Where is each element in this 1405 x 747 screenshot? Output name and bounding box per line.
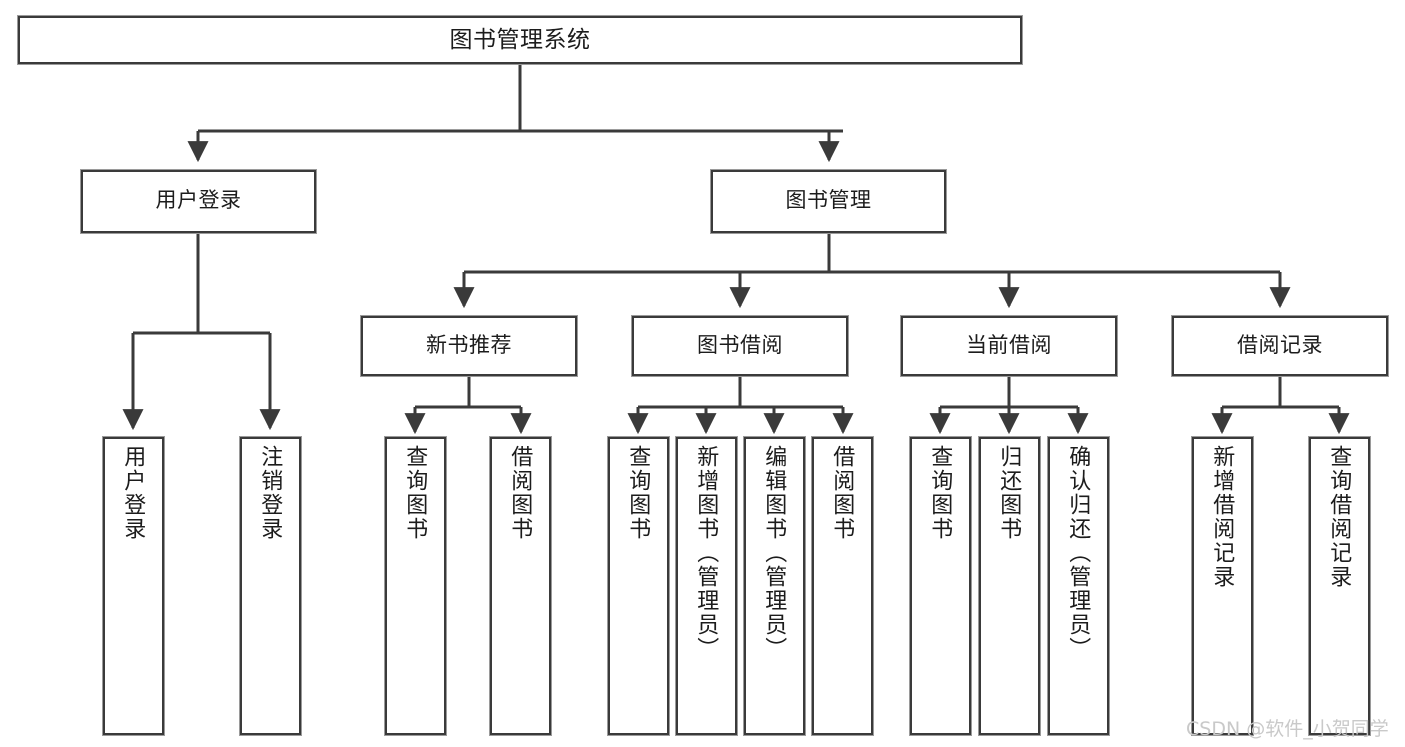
node-label: 查询图书 (928, 445, 954, 541)
node-book-borrow[interactable]: 图书借阅 (632, 316, 848, 376)
node-label: 用户登录 (121, 445, 147, 541)
csdn-watermark: CSDN @软件_小贺同学 (1186, 718, 1389, 740)
node-label: 借阅图书 (508, 445, 534, 541)
node-label: 归还图书 (997, 445, 1023, 541)
leaf-node-edit-book[interactable]: 编辑图书（管理员） (744, 437, 805, 735)
leaf-node-logout-login[interactable]: 注销登录 (240, 437, 301, 735)
node-current-borrow[interactable]: 当前借阅 (901, 316, 1117, 376)
leaf-node-query-borrow-record[interactable]: 查询借阅记录 (1309, 437, 1370, 735)
node-book-management[interactable]: 图书管理 (711, 170, 946, 233)
node-label: 用户登录 (155, 189, 242, 213)
node-label: 新书推荐 (426, 333, 512, 357)
node-label: 新增图书（管理员） (694, 445, 720, 661)
node-label: 图书借阅 (697, 333, 783, 357)
node-label: 查询图书 (626, 445, 652, 541)
leaf-node-borrow-book-recommend[interactable]: 借阅图书 (490, 437, 551, 735)
leaf-node-confirm-return[interactable]: 确认归还（管理员） (1048, 437, 1109, 735)
node-label: 图书管理 (785, 189, 872, 213)
leaf-node-return-book[interactable]: 归还图书 (979, 437, 1040, 735)
node-label: 查询图书 (403, 445, 429, 541)
leaf-node-borrow-book[interactable]: 借阅图书 (812, 437, 873, 735)
leaf-node-query-book-current[interactable]: 查询图书 (910, 437, 971, 735)
leaf-node-query-book-borrow[interactable]: 查询图书 (608, 437, 669, 735)
node-label: 当前借阅 (966, 333, 1052, 357)
leaf-node-add-book[interactable]: 新增图书（管理员） (676, 437, 737, 735)
leaf-node-user-login[interactable]: 用户登录 (103, 437, 164, 735)
leaf-node-add-borrow-record[interactable]: 新增借阅记录 (1192, 437, 1253, 735)
node-root-book-management-system[interactable]: 图书管理系统 (18, 16, 1022, 64)
node-label: 确认归还（管理员） (1066, 445, 1092, 661)
node-label: 查询借阅记录 (1327, 445, 1353, 589)
node-label: 注销登录 (258, 445, 284, 541)
node-user-login[interactable]: 用户登录 (81, 170, 316, 233)
node-borrow-record[interactable]: 借阅记录 (1172, 316, 1388, 376)
node-label: 图书管理系统 (449, 26, 591, 53)
leaf-node-query-book-recommend[interactable]: 查询图书 (385, 437, 446, 735)
node-label: 编辑图书（管理员） (762, 445, 788, 661)
node-label: 借阅图书 (830, 445, 856, 541)
node-label: 新增借阅记录 (1210, 445, 1236, 589)
node-label: 借阅记录 (1237, 333, 1323, 357)
node-new-book-recommend[interactable]: 新书推荐 (361, 316, 577, 376)
